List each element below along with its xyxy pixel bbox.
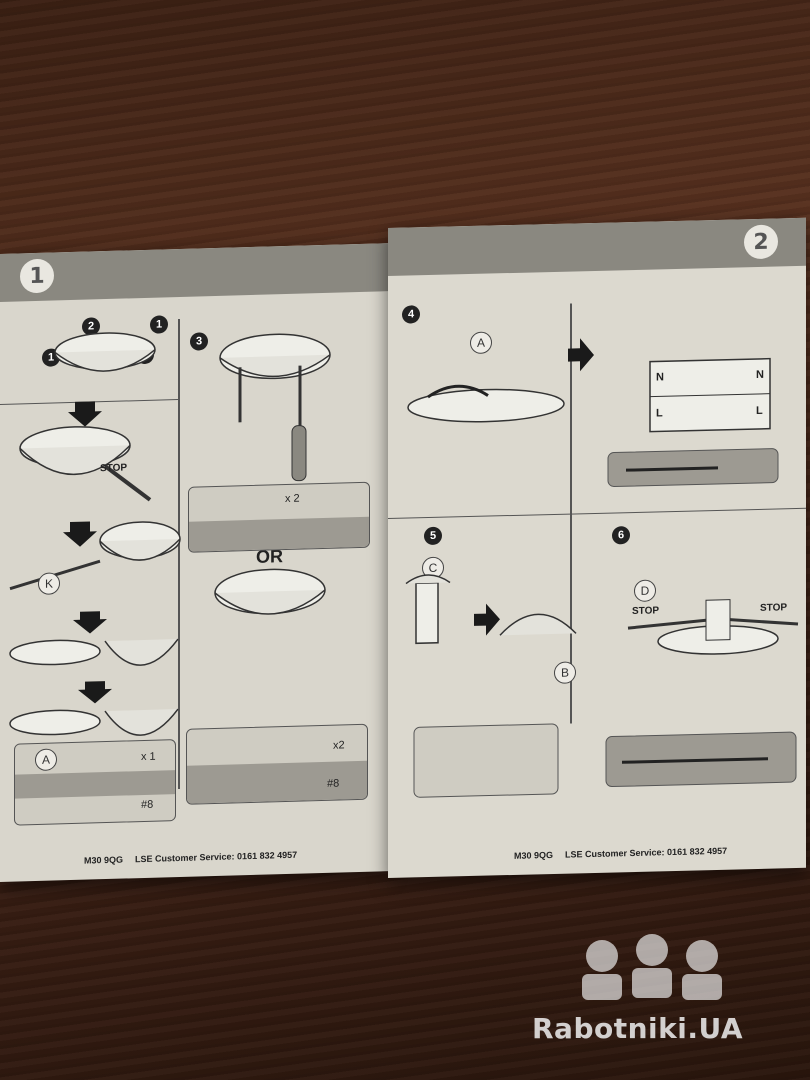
left-page: 1 2 1 2 1 3 <box>0 243 388 883</box>
toolbox-anchors: x2 #8 <box>186 723 368 805</box>
watermark-text: Rabotniki.UA <box>532 1012 744 1045</box>
stop-label: STOP <box>100 462 128 475</box>
quantity-label: x 2 <box>285 492 300 506</box>
stop-label: STOP <box>632 605 660 618</box>
quantity-label: x2 <box>333 739 345 752</box>
stop-label: STOP <box>760 602 788 614</box>
wrench-size-label: #8 <box>141 798 154 812</box>
right-page-illustrations <box>405 338 799 798</box>
watermark-logo <box>582 934 722 1000</box>
wrench-size-label: #8 <box>327 777 340 790</box>
terminal-label-l: L <box>656 407 663 420</box>
terminal-label-n: N <box>756 368 764 382</box>
instruction-booklet: 1 2 1 2 1 3 <box>0 217 810 890</box>
right-page: 2 4 5 6 A C B C D <box>388 217 806 878</box>
toolbox-screws: x 2 <box>188 481 370 553</box>
left-page-illustrations <box>9 332 331 736</box>
toolbox-a: A x 1 #8 <box>14 739 176 826</box>
terminal-label-l: L <box>756 404 763 418</box>
quantity-label: x 1 <box>141 750 156 764</box>
part-label-a: A <box>35 748 57 772</box>
terminal-label-n: N <box>656 371 664 384</box>
